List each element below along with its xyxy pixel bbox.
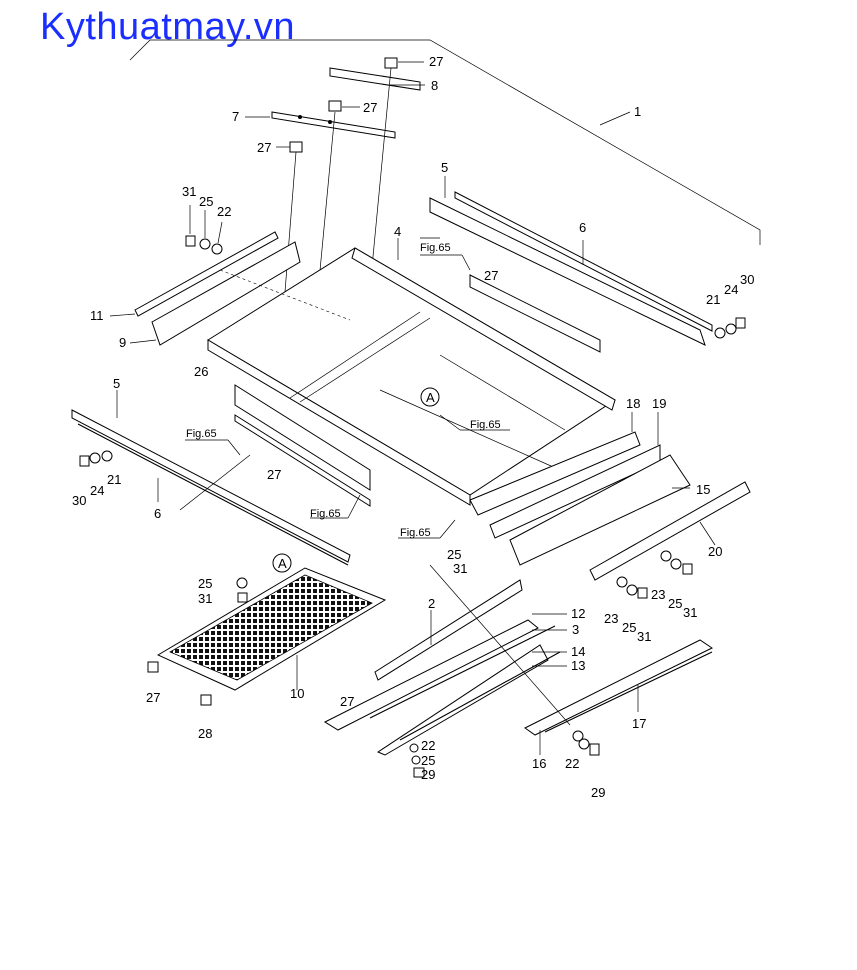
callout: 22 (565, 756, 579, 771)
callout-labels: 1 2 3 4 5 5 6 6 7 8 9 10 11 12 13 14 15 … (72, 54, 754, 800)
callout: 22 (421, 738, 435, 753)
part-4-main-frame (207, 237, 616, 506)
callout: 12 (571, 606, 585, 621)
part-2-strip (374, 579, 523, 681)
detail-marker-label: A (426, 390, 435, 405)
part-9-channel (129, 241, 301, 346)
part-6-strip-left (77, 423, 349, 566)
callout: 18 (626, 396, 640, 411)
callout: 30 (72, 493, 86, 508)
fig-ref: Fig.65 (400, 527, 431, 539)
callout: 10 (290, 686, 304, 701)
part-5-channel-right (429, 176, 706, 346)
part-17-strip (524, 639, 713, 755)
part-11-strip (109, 231, 279, 317)
callout: 6 (579, 220, 586, 235)
callout: 21 (706, 292, 720, 307)
callout: 27 (267, 467, 281, 482)
callout: 31 (182, 184, 196, 199)
watermark: Kythuatmay.vn (40, 6, 296, 48)
flap-20 (589, 481, 751, 581)
callout: 25 (421, 753, 435, 768)
callout: 31 (683, 605, 697, 620)
figure-reference-lines (179, 254, 571, 726)
callout: 29 (421, 767, 435, 782)
callout: 6 (154, 506, 161, 521)
flap-18 (469, 412, 641, 516)
callout: 31 (637, 629, 651, 644)
washer-icon (185, 205, 223, 255)
washer-icon (409, 730, 600, 778)
callout: 27 (257, 140, 271, 155)
bolt-icon (276, 57, 424, 153)
fig-ref: Fig.65 (186, 428, 217, 440)
callout: 25 (622, 620, 636, 635)
part-7-strip (245, 111, 396, 139)
callout: 5 (113, 376, 120, 391)
detail-marker-label: A (278, 556, 287, 571)
detail-marker-a (420, 387, 440, 407)
part-12-13-14-strips (323, 613, 567, 756)
callout: 24 (90, 483, 104, 498)
callout: 23 (604, 611, 618, 626)
fig-ref: Fig.65 (470, 419, 501, 431)
callout: 19 (652, 396, 666, 411)
callout: 27 (340, 694, 354, 709)
part-6-strip-right (454, 191, 713, 332)
callout: 8 (431, 78, 438, 93)
callout: 15 (696, 482, 710, 497)
flap-15 (509, 454, 691, 566)
callout: 27 (484, 268, 498, 283)
callout: 22 (217, 204, 231, 219)
callout: 14 (571, 644, 585, 659)
fig-ref: Fig.65 (310, 508, 341, 520)
callout: 28 (198, 726, 212, 741)
callout: 31 (198, 591, 212, 606)
callout: 29 (591, 785, 605, 800)
callout: 16 (532, 756, 546, 771)
washer-icon (147, 577, 248, 706)
callout: 31 (453, 561, 467, 576)
washer-icon (616, 550, 693, 599)
callout: 11 (90, 308, 104, 323)
callout: 25 (198, 576, 212, 591)
fig-ref: Fig.65 (420, 242, 451, 254)
washer-icon (714, 317, 746, 339)
callout: 5 (441, 160, 448, 175)
callout: 27 (429, 54, 443, 69)
callout: 27 (146, 690, 160, 705)
callout: 3 (572, 622, 579, 637)
callout: 24 (724, 282, 738, 297)
rail-holes (234, 274, 601, 507)
callout: 1 (634, 104, 641, 119)
figure-reference-labels: Fig.65 Fig.65 Fig.65 Fig.65 Fig.65 (186, 242, 501, 539)
callout: 13 (571, 658, 585, 673)
callout: 27 (363, 100, 377, 115)
callout: 30 (740, 272, 754, 287)
assembly-bracket-lines (129, 39, 761, 245)
callout: 23 (651, 587, 665, 602)
callout: 4 (394, 224, 401, 239)
callout: 7 (232, 109, 239, 124)
callout: 25 (199, 194, 213, 209)
callout: 21 (107, 472, 121, 487)
callout: 20 (708, 544, 722, 559)
callout: 17 (632, 716, 646, 731)
part-8-plate (329, 67, 425, 91)
washer-icon (79, 450, 113, 467)
part-10-screen (156, 553, 387, 691)
callout: 25 (447, 547, 461, 562)
callout: 26 (194, 364, 208, 379)
callout: 2 (428, 596, 435, 611)
callout: 9 (119, 335, 126, 350)
callout: 25 (668, 596, 682, 611)
